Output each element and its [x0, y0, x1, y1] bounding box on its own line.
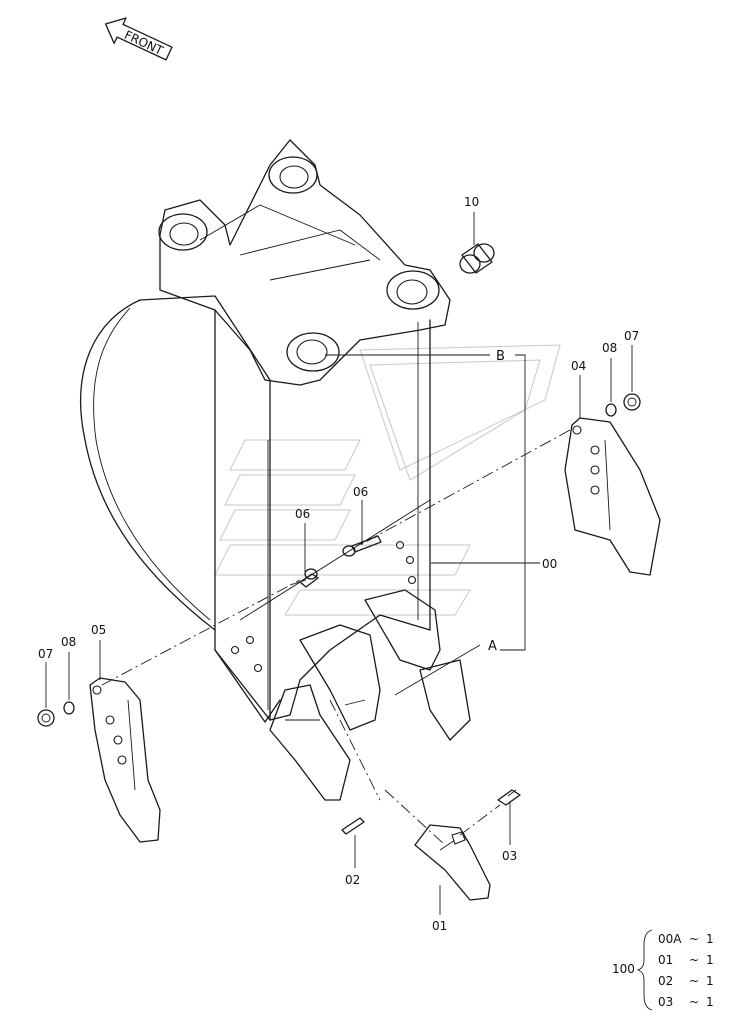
tooth-adapters — [269, 589, 471, 801]
side-cutter-04 — [564, 417, 661, 576]
side-plate-holes — [230, 540, 417, 673]
kit-number: 100 — [612, 962, 635, 976]
kit-qty: 1 — [706, 995, 714, 1009]
callout-08-right: 08 — [602, 341, 617, 355]
callout-07-right: 07 — [624, 329, 639, 343]
side-cutter-05 — [89, 677, 161, 843]
kit-qty: 1 — [706, 932, 714, 946]
front-label: FRONT — [122, 28, 166, 58]
bucket-body — [80, 295, 431, 723]
reference-b: B — [496, 349, 505, 364]
callouts: 10 00 04 08 07 06 06 05 08 07 02 03 01 B… — [38, 195, 639, 933]
kit-qty: 1 — [706, 974, 714, 988]
mounting-bracket — [158, 139, 451, 386]
callout-05: 05 — [91, 623, 106, 637]
leader-lines — [45, 212, 633, 915]
kit-part: 00A — [658, 932, 682, 946]
kit-line-2: 01 ~ 1 — [658, 953, 714, 967]
kit-part: 02 — [658, 974, 673, 988]
watermark-logo — [214, 344, 561, 616]
assembly-lines — [101, 429, 571, 846]
nut-07-right — [623, 393, 641, 411]
washer-08-left — [63, 701, 75, 715]
front-direction-arrow: FRONT — [104, 17, 173, 61]
callout-01: 01 — [432, 919, 447, 933]
kit-qty: 1 — [706, 953, 714, 967]
callout-10: 10 — [464, 195, 479, 209]
nut-07-left — [37, 709, 55, 727]
kit-sep: ~ — [689, 953, 699, 967]
kit-part: 03 — [658, 995, 673, 1009]
kit-line-3: 02 ~ 1 — [658, 974, 714, 988]
bushing-10 — [459, 243, 495, 274]
callout-06-right: 06 — [353, 485, 368, 499]
callout-00: 00 — [542, 557, 557, 571]
callout-07-left: 07 — [38, 647, 53, 661]
callout-08-left: 08 — [61, 635, 76, 649]
callout-02: 02 — [345, 873, 360, 887]
callout-04: 04 — [571, 359, 586, 373]
kit-table: 100 00A ~ 1 01 ~ 1 02 ~ 1 03 ~ 1 — [612, 929, 714, 1011]
kit-sep: ~ — [689, 974, 699, 988]
reference-a: A — [488, 639, 497, 654]
pin-02 — [341, 817, 365, 835]
tooth-point-01 — [414, 824, 491, 901]
kit-sep: ~ — [689, 995, 699, 1009]
callout-06-left: 06 — [295, 507, 310, 521]
bolt-06-left — [289, 568, 319, 588]
kit-part: 01 — [658, 953, 673, 967]
washer-08-right — [605, 403, 617, 417]
reference-brackets — [325, 354, 526, 696]
callout-03: 03 — [502, 849, 517, 863]
kit-line-1: 00A ~ 1 — [658, 932, 714, 946]
bolt-06-right — [342, 535, 382, 557]
lock-03 — [497, 789, 521, 806]
kit-line-4: 03 ~ 1 — [658, 995, 714, 1009]
kit-sep: ~ — [689, 932, 699, 946]
